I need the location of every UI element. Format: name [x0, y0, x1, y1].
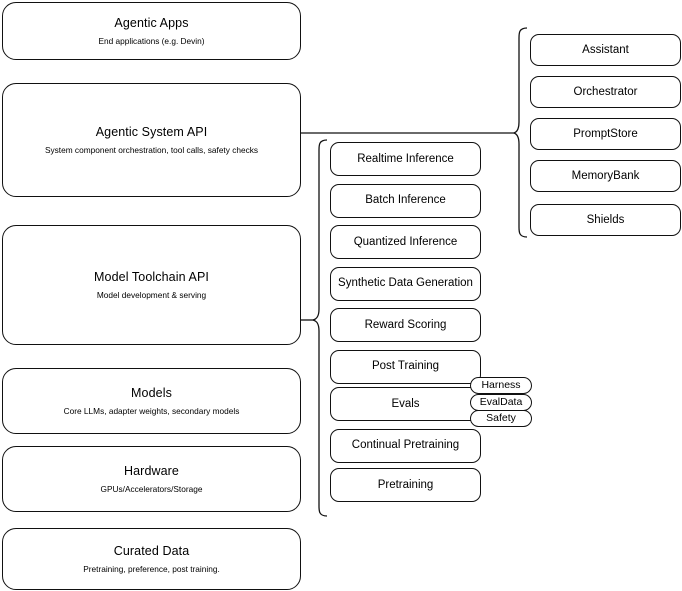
eval-pill-harness[interactable]: Harness [470, 377, 532, 394]
layer-box-curated-data[interactable]: Curated Data Pretraining, preference, po… [2, 528, 301, 590]
layer-title: Agentic Apps [114, 15, 189, 30]
eval-pill-label: Harness [481, 378, 521, 391]
capability-box-reward-scoring[interactable]: Reward Scoring [330, 308, 481, 342]
layer-subtitle: End applications (e.g. Devin) [98, 36, 205, 47]
component-label: Assistant [582, 43, 629, 56]
capability-label: Realtime Inference [357, 152, 454, 165]
component-box-promptstore[interactable]: PromptStore [530, 118, 681, 150]
capability-label: Reward Scoring [364, 318, 447, 331]
capability-box-evals[interactable]: Evals [330, 387, 481, 421]
capability-box-batch-inference[interactable]: Batch Inference [330, 183, 481, 218]
layer-subtitle: GPUs/Accelerators/Storage [100, 484, 203, 495]
capability-label: Batch Inference [365, 194, 446, 207]
capability-box-synthetic-data-generation[interactable]: Synthetic Data Generation [330, 266, 481, 301]
layer-box-models[interactable]: Models Core LLMs, adapter weights, secon… [2, 368, 301, 434]
layer-subtitle: Pretraining, preference, post training. [83, 564, 220, 575]
capability-box-continual-pretraining[interactable]: Continual Pretraining [330, 428, 481, 463]
capability-box-pretraining[interactable]: Pretraining [330, 468, 481, 502]
eval-pill-safety[interactable]: Safety [470, 410, 532, 427]
component-label: MemoryBank [571, 169, 640, 182]
component-box-memorybank[interactable]: MemoryBank [530, 160, 681, 192]
layer-title: Models [131, 385, 172, 400]
eval-pill-evaldata[interactable]: EvalData [470, 394, 532, 411]
capability-label: Evals [391, 397, 420, 410]
layer-box-hardware[interactable]: Hardware GPUs/Accelerators/Storage [2, 446, 301, 512]
capability-label: Post Training [371, 360, 440, 373]
eval-pill-label: Safety [486, 411, 516, 424]
capability-label: Pretraining [377, 478, 434, 491]
capability-box-post-training[interactable]: Post Training [330, 349, 481, 384]
capability-box-realtime-inference[interactable]: Realtime Inference [330, 142, 481, 176]
brace-system-components [511, 27, 528, 238]
capability-label: Continual Pretraining [351, 439, 460, 452]
layer-box-agentic-apps[interactable]: Agentic Apps End applications (e.g. Devi… [2, 2, 301, 60]
layer-box-model-toolchain-api[interactable]: Model Toolchain API Model development & … [2, 225, 301, 345]
capability-box-quantized-inference[interactable]: Quantized Inference [330, 225, 481, 259]
capability-label: Synthetic Data Generation [338, 277, 473, 290]
brace-toolchain-capabilities [312, 139, 328, 517]
component-label: PromptStore [573, 127, 638, 140]
layer-subtitle: Model development & serving [96, 290, 207, 301]
layer-title: Agentic System API [95, 124, 208, 139]
component-box-assistant[interactable]: Assistant [530, 34, 681, 66]
layer-title: Curated Data [113, 543, 190, 558]
component-label: Orchestrator [573, 85, 638, 98]
component-label: Shields [586, 213, 625, 226]
layer-subtitle: Core LLMs, adapter weights, secondary mo… [63, 406, 240, 417]
layer-subtitle: System component orchestration, tool cal… [44, 145, 259, 156]
component-box-orchestrator[interactable]: Orchestrator [530, 76, 681, 108]
layer-title: Model Toolchain API [94, 269, 209, 284]
layer-title: Hardware [124, 463, 179, 478]
eval-pill-label: EvalData [479, 395, 523, 408]
layer-box-agentic-system-api[interactable]: Agentic System API System component orch… [2, 83, 301, 197]
capability-label: Quantized Inference [353, 235, 458, 248]
component-box-shields[interactable]: Shields [530, 204, 681, 236]
